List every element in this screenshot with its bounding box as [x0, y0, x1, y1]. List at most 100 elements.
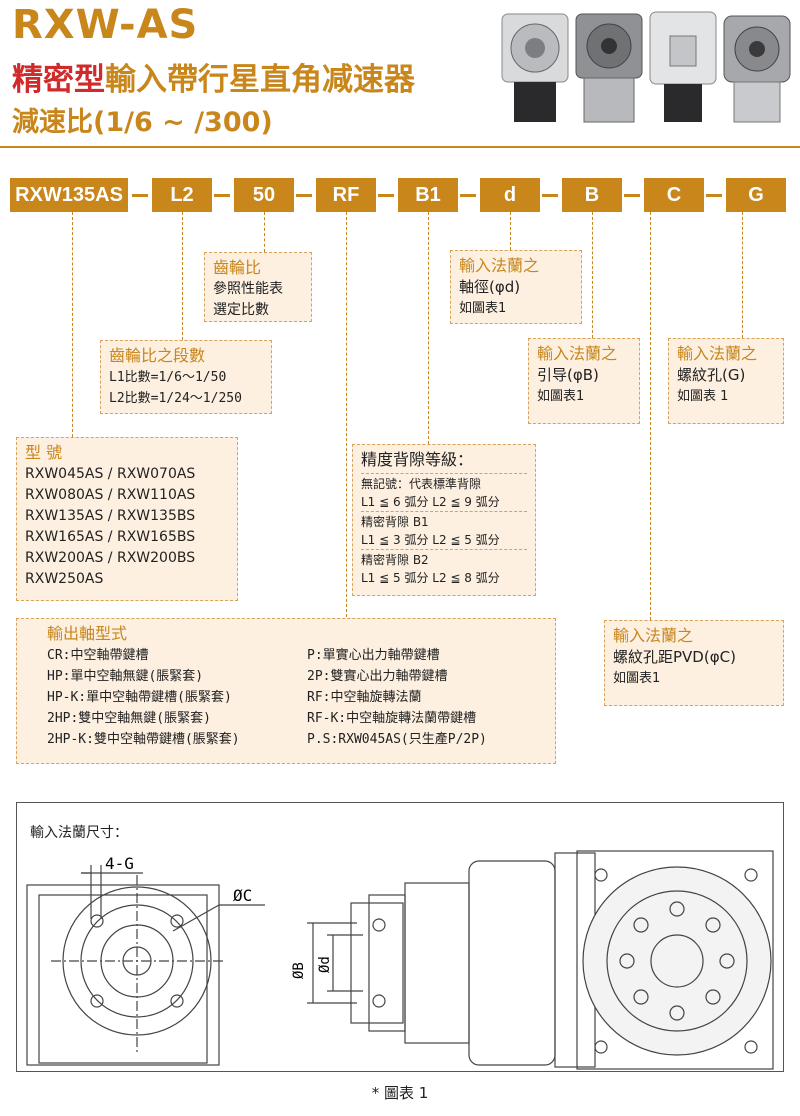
- output-shaft-left-column: CR:中空軸帶鍵槽 HP:單中空軸無鍵(脹緊套) HP-K:單中空軸帶鍵槽(脹緊…: [25, 645, 287, 750]
- connector-flange-c: [650, 212, 651, 620]
- precision-title: 精度背隙等級：: [361, 450, 474, 469]
- model-box: 型 號 RXW045AS / RXW070AS RXW080AS / RXW11…: [16, 437, 238, 601]
- output-shaft-columns: CR:中空軸帶鍵槽 HP:單中空軸無鍵(脹緊套) HP-K:單中空軸帶鍵槽(脹緊…: [25, 645, 547, 750]
- precision-name: 精密背隙 B2: [361, 553, 429, 567]
- product-subtitle: 精密型輸入帶行星直角减速器: [12, 54, 415, 99]
- shaft-d-line: 如圖表1: [459, 301, 507, 316]
- product-photo-1: [501, 13, 569, 122]
- code-separator: [706, 194, 722, 197]
- code-separator: [624, 194, 640, 197]
- flange-g-box: 輸入法蘭之 螺紋孔(G) 如圖表 1: [668, 338, 784, 424]
- gear-ratio-line: 參照性能表: [213, 281, 283, 297]
- output-shaft-title: 輸出軸型式: [47, 624, 128, 643]
- shaft-d-box: 輸入法蘭之 軸徑(φd) 如圖表1: [450, 250, 582, 324]
- model-row: RXW250AS: [25, 571, 104, 587]
- output-shaft-item: CR:中空軸帶鍵槽: [47, 648, 149, 663]
- flange-c-title: 輸入法蘭之: [613, 626, 694, 645]
- product-photo-3: [649, 11, 717, 122]
- connector-flange-g: [742, 212, 743, 338]
- code-precision: B1: [398, 178, 458, 212]
- product-photos: [500, 6, 792, 124]
- precision-name: 無記號：代表標準背隙: [361, 477, 482, 491]
- code-separator: [132, 194, 148, 197]
- flange-b-line: 引导(φB): [537, 366, 599, 384]
- flange-c-box: 輸入法蘭之 螺紋孔距PVD(φC) 如圖表1: [604, 620, 784, 706]
- flange-g-title: 輸入法蘭之: [677, 344, 758, 363]
- output-shaft-item: RF:中空軸旋轉法蘭: [307, 690, 422, 705]
- shaft-d-title: 輸入法蘭之: [459, 256, 540, 275]
- precision-value: L1 ≦ 5 弧分 L2 ≦ 8 弧分: [361, 571, 500, 585]
- model-list-title: 型 號: [25, 443, 63, 462]
- flange-b-box: 輸入法蘭之 引导(φB) 如圖表1: [528, 338, 640, 424]
- model-row: RXW045AS / RXW070AS: [25, 466, 196, 482]
- product-photo-4: [723, 15, 791, 123]
- model-title: RXW-AS: [12, 2, 199, 48]
- connector-output: [346, 212, 347, 617]
- diagram-d-label: Ød: [317, 956, 333, 973]
- ratio-range: 減速比(1/6 ~ /300): [12, 107, 273, 138]
- code-shaft-d: d: [480, 178, 540, 212]
- output-shaft-box: 輸出軸型式 CR:中空軸帶鍵槽 HP:單中空軸無鍵(脹緊套) HP-K:單中空軸…: [16, 618, 556, 764]
- stage-line: L1比數=1/6～1/50: [109, 370, 227, 385]
- gear-ratio-box: 齒輪比 參照性能表 選定比數: [204, 252, 312, 322]
- precision-row: 精密背隙 B1 L1 ≦ 3 弧分 L2 ≦ 5 弧分: [361, 511, 527, 549]
- stage-box: 齒輪比之段數 L1比數=1/6～1/50 L2比數=1/24～1/250: [100, 340, 272, 414]
- precision-row: 精密背隙 B2 L1 ≦ 5 弧分 L2 ≦ 8 弧分: [361, 549, 527, 587]
- shaft-d-line: 軸徑(φd): [459, 278, 521, 296]
- model-row: RXW200AS / RXW200BS: [25, 550, 196, 566]
- diagram-g-label: 4-G: [105, 854, 134, 873]
- code-flange-g: G: [726, 178, 786, 212]
- flange-c-line: 螺紋孔距PVD(φC): [613, 648, 736, 666]
- gear-ratio-title: 齒輪比: [213, 258, 262, 277]
- diagram-c-label: ØC: [233, 886, 252, 905]
- code-flange-c: C: [644, 178, 704, 212]
- connector-flange-b: [592, 212, 593, 338]
- code-stage: L2: [152, 178, 212, 212]
- technical-drawing: 4-G ØC ØB Ød: [26, 850, 774, 1070]
- product-photo-2: [575, 13, 643, 123]
- flange-c-line: 如圖表1: [613, 671, 661, 686]
- header-divider: [0, 146, 800, 148]
- diagram-title: 輸入法蘭尺寸：: [30, 825, 128, 841]
- connector-shaft-d: [510, 212, 511, 250]
- model-row: RXW165AS / RXW165BS: [25, 529, 196, 545]
- code-output-shaft: RF: [316, 178, 376, 212]
- code-ratio: 50: [234, 178, 294, 212]
- model-row: RXW135AS / RXW135BS: [25, 508, 196, 524]
- output-shaft-item: P:單實心出力軸帶鍵槽: [307, 648, 440, 663]
- diagram-caption: * 圖表 1: [371, 1084, 429, 1102]
- model-row: RXW080AS / RXW110AS: [25, 487, 196, 503]
- connector-model: [72, 212, 73, 437]
- code-separator: [378, 194, 394, 197]
- output-shaft-item: HP-K:單中空軸帶鍵槽(脹緊套): [47, 690, 232, 705]
- flange-b-line: 如圖表1: [537, 389, 585, 404]
- output-shaft-item: 2P:雙實心出力軸帶鍵槽: [307, 669, 448, 684]
- flange-g-line: 如圖表 1: [677, 389, 729, 404]
- output-shaft-right-column: P:單實心出力軸帶鍵槽 2P:雙實心出力軸帶鍵槽 RF:中空軸旋轉法蘭 RF-K…: [287, 645, 487, 750]
- precision-value: L1 ≦ 3 弧分 L2 ≦ 5 弧分: [361, 533, 500, 547]
- code-model: RXW135AS: [10, 178, 128, 212]
- flange-g-line: 螺紋孔(G): [677, 366, 746, 384]
- connector-stage: [182, 212, 183, 340]
- output-shaft-item: 2HP:雙中空軸無鍵(脹緊套): [47, 711, 211, 726]
- diagram-b-label: ØB: [291, 962, 307, 979]
- output-shaft-item: RF-K:中空軸旋轉法蘭帶鍵槽: [307, 711, 477, 726]
- precision-box: 精度背隙等級： 無記號：代表標準背隙 L1 ≦ 6 弧分 L2 ≦ 9 弧分 精…: [352, 444, 536, 596]
- stage-title: 齒輪比之段數: [109, 346, 206, 365]
- output-shaft-item: HP:單中空軸無鍵(脹緊套): [47, 669, 204, 684]
- code-flange-b: B: [562, 178, 622, 212]
- precision-row: 無記號：代表標準背隙 L1 ≦ 6 弧分 L2 ≦ 9 弧分: [361, 473, 527, 511]
- code-separator: [542, 194, 558, 197]
- gear-ratio-line: 選定比數: [213, 302, 269, 318]
- subtitle-product: 輸入帶行星直角减速器: [105, 62, 415, 98]
- stage-line: L2比數=1/24～1/250: [109, 391, 242, 406]
- flange-b-title: 輸入法蘭之: [537, 344, 618, 363]
- code-separator: [460, 194, 476, 197]
- output-shaft-item: 2HP-K:雙中空軸帶鍵槽(脹緊套): [47, 732, 240, 747]
- precision-name: 精密背隙 B1: [361, 515, 429, 529]
- precision-value: L1 ≦ 6 弧分 L2 ≦ 9 弧分: [361, 495, 500, 509]
- output-shaft-item: P.S:RXW045AS(只生產P/2P): [307, 732, 487, 747]
- code-separator: [296, 194, 312, 197]
- subtitle-precision: 精密型: [12, 62, 105, 98]
- connector-precision: [428, 212, 429, 444]
